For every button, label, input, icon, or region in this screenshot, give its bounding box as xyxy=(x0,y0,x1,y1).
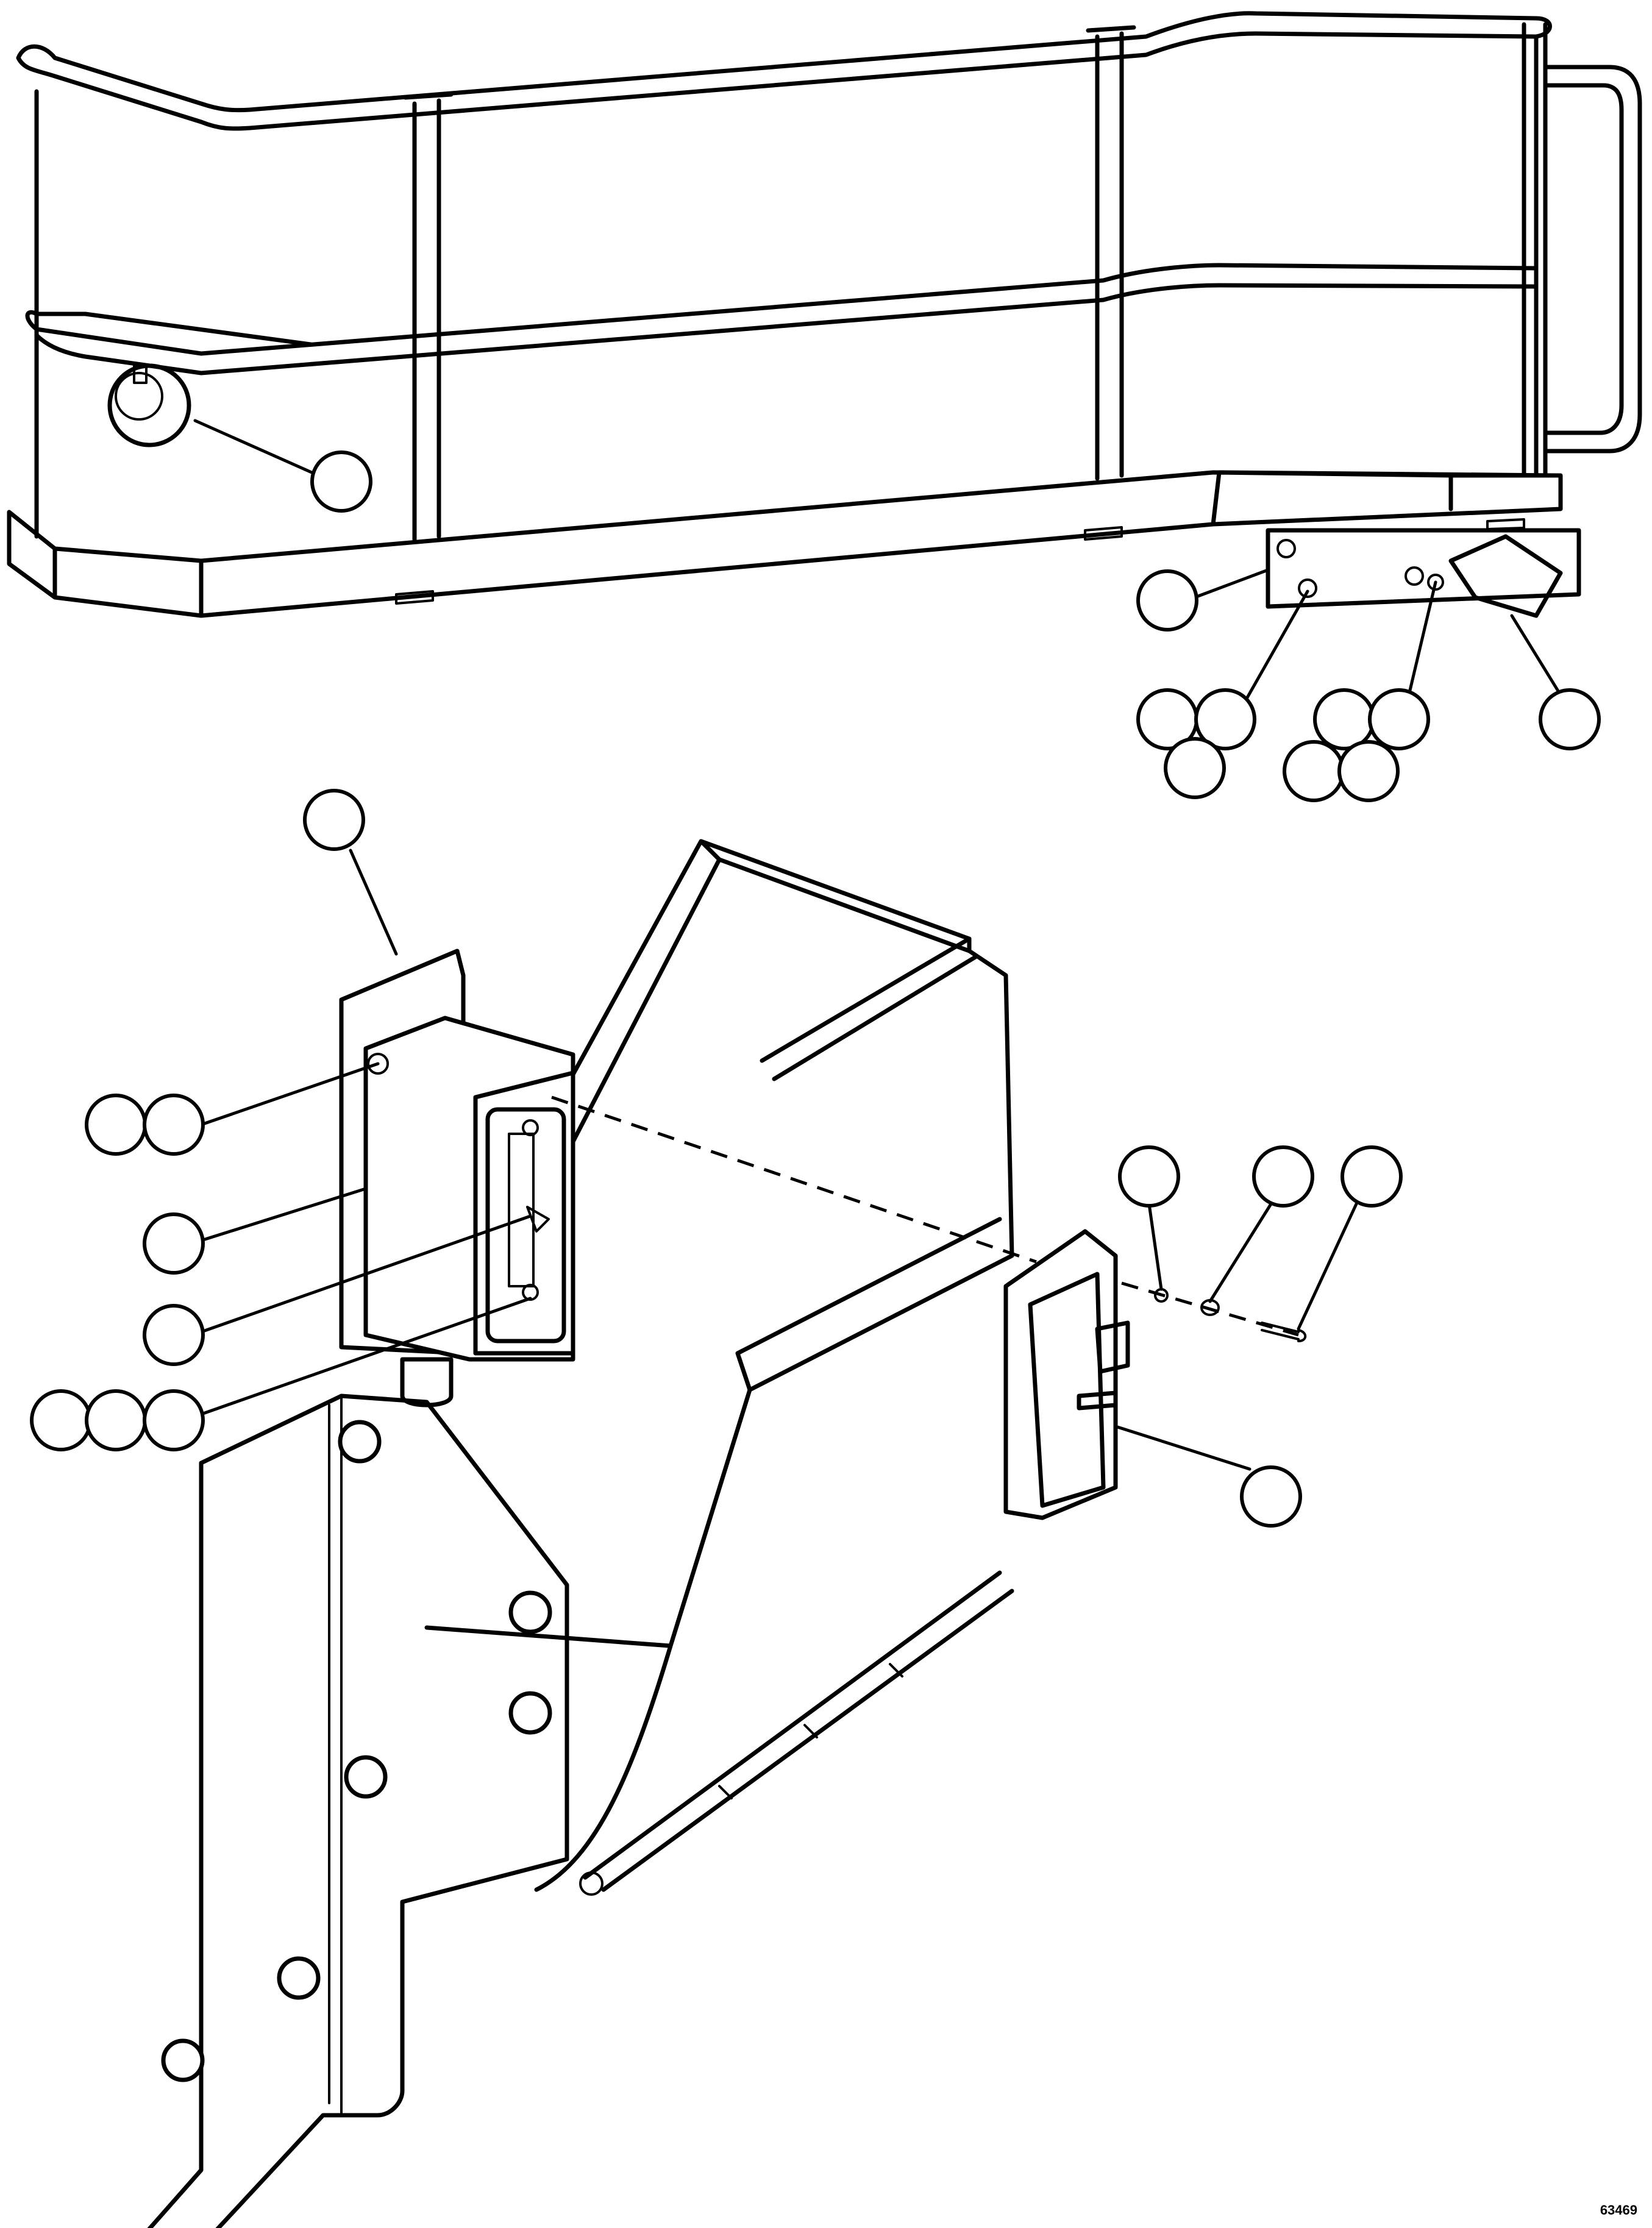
hinge-knuckles xyxy=(718,1663,903,1799)
balloon-13 xyxy=(143,1094,205,1156)
leader-3 xyxy=(1242,589,1309,706)
leader-8 xyxy=(199,1187,368,1242)
machine-screw xyxy=(1261,1322,1307,1342)
balloon-9 xyxy=(1337,740,1400,802)
mid-rail xyxy=(25,263,1539,375)
balloon-2 xyxy=(1136,569,1198,632)
balloon-1 xyxy=(310,450,372,513)
leader-14 xyxy=(1114,1425,1251,1471)
hex-bolt-6 xyxy=(161,2038,205,2082)
balloon-4 xyxy=(1194,688,1256,750)
balloon-7 xyxy=(1368,688,1430,750)
platform-assembly xyxy=(7,11,1642,618)
balloon-21 xyxy=(1340,1145,1403,1208)
hex-bolt-4 xyxy=(344,1755,388,1799)
leader-4 xyxy=(1406,580,1437,700)
balloon-16 xyxy=(30,1389,92,1451)
leader-1 xyxy=(193,419,334,483)
leader-lines xyxy=(193,419,1562,1471)
floor-tab-3 xyxy=(1486,518,1525,530)
main-housing xyxy=(424,839,1014,1892)
figure-number: 63469 xyxy=(1600,2202,1637,2218)
post-3 xyxy=(1522,22,1548,478)
lid-rod xyxy=(760,936,978,1081)
box-switch-plate xyxy=(485,1107,566,1344)
leader-6 xyxy=(349,849,398,956)
leader-5 xyxy=(1510,614,1562,697)
bracket-bolt-4 xyxy=(1427,574,1444,591)
balloon-11 xyxy=(303,789,365,851)
control-box-face xyxy=(473,1070,575,1356)
leader-9 xyxy=(199,1214,532,1334)
balloon-22 xyxy=(1240,1465,1302,1528)
balloon-18 xyxy=(143,1389,205,1451)
leader-12 xyxy=(1208,1202,1273,1303)
round-fitting xyxy=(107,363,191,447)
balloon-19 xyxy=(1118,1145,1180,1208)
balloon-14 xyxy=(143,1212,205,1275)
control-box-body xyxy=(363,1016,575,1362)
hex-bolt-3 xyxy=(508,1691,552,1735)
bracket-plate xyxy=(147,1393,569,2228)
balloon-8 xyxy=(1283,740,1345,802)
leader-7 xyxy=(199,1062,380,1126)
balloon-10 xyxy=(1539,688,1601,750)
hex-bolt-2 xyxy=(508,1590,552,1634)
balloon-5 xyxy=(1164,737,1226,799)
round-fitting-inner xyxy=(115,372,163,421)
mounting-bracket xyxy=(1266,528,1581,609)
hex-bolts xyxy=(161,1420,552,2082)
balloon-20 xyxy=(1252,1145,1314,1208)
post-1 xyxy=(403,92,454,542)
bracket-bolt-2 xyxy=(1298,578,1317,598)
box-switch-lever xyxy=(526,1206,550,1233)
balloon-17 xyxy=(85,1389,147,1451)
cover-plate-inset xyxy=(1028,1272,1106,1508)
balloon-12 xyxy=(85,1094,147,1156)
control-box-assembly xyxy=(147,839,1307,2228)
cover-plate-lever xyxy=(1077,1320,1130,1411)
floor-tab-1 xyxy=(395,590,434,605)
platform-base xyxy=(7,470,1563,618)
box-screw-1 xyxy=(367,1053,389,1075)
balloon-15 xyxy=(143,1304,205,1366)
bracket-bolt-3 xyxy=(1405,566,1424,586)
fitting-tab xyxy=(133,365,148,384)
bracket-plate-edge xyxy=(328,1395,343,2116)
floor-tab-2 xyxy=(1084,526,1123,541)
box-screw-2 xyxy=(522,1119,539,1136)
hex-bolt-5 xyxy=(277,1956,321,2000)
top-rail xyxy=(16,11,1552,131)
assembly-centerline xyxy=(551,1095,1299,1337)
swing-gate-loop xyxy=(1543,65,1642,454)
hex-bolt-1 xyxy=(338,1420,382,1464)
cord-grip xyxy=(400,1357,454,1408)
hinge-rod xyxy=(583,1570,1014,1892)
leader-11 xyxy=(1147,1202,1163,1291)
leader-10 xyxy=(199,1297,532,1416)
limit-switch-body xyxy=(1448,534,1563,618)
callout-balloons xyxy=(30,450,1601,1528)
post-2 xyxy=(1086,25,1136,481)
leader-13 xyxy=(1297,1202,1358,1331)
hinge-rod-end xyxy=(579,1871,603,1896)
leader-2 xyxy=(1193,568,1270,599)
bracket-bolt-1 xyxy=(1276,539,1296,558)
balloon-6 xyxy=(1313,688,1375,750)
